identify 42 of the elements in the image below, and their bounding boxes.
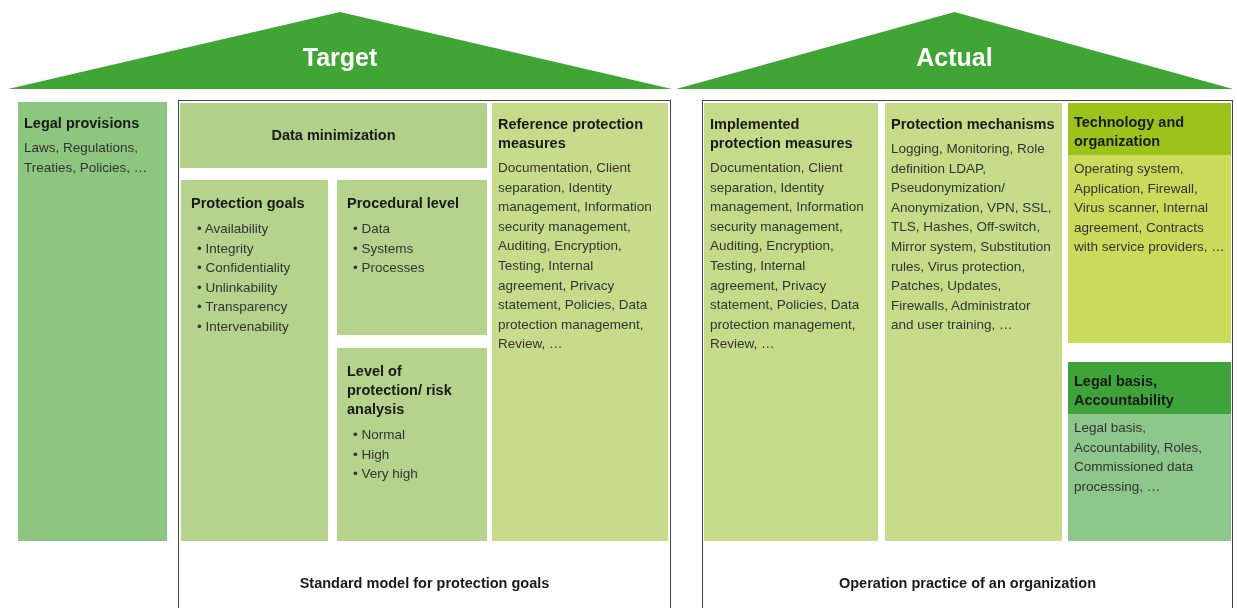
- bullet-item: • Confidentiality: [197, 259, 292, 278]
- panel-heading: Legal basis, Accountability: [1068, 362, 1231, 414]
- panel-text: Documentation, Client separation, Identity management, Information security management, Auditing, Encryption, Testing, Internal agreement, Privacy statement, Policies, Data protection management, Review, …: [498, 159, 653, 354]
- panel-heading: Protection mechanisms: [891, 115, 1056, 134]
- heading-panel: [180, 103, 487, 168]
- frame-caption: Operation practice of an organization: [838, 575, 1097, 591]
- panel-heading: Implemented protection measures: [710, 115, 854, 153]
- panel-heading: Protection goals: [191, 194, 306, 213]
- panel-heading: Legal provisions: [24, 114, 141, 133]
- panel-heading: Reference protection measures: [498, 115, 645, 153]
- column-panel: [1068, 103, 1231, 343]
- panel-heading: Technology and organization: [1068, 103, 1231, 155]
- roof-title: Actual: [915, 42, 994, 72]
- bullet-item: • Very high: [353, 465, 419, 484]
- bullet-item: • Availability: [197, 220, 270, 238]
- panel-text: Laws, Regulations, Treaties, Policies, …: [24, 139, 149, 177]
- panel-heading: Procedural level: [347, 194, 461, 213]
- panel-text: Documentation, Client separation, Identity management, Information security management, Auditing, Encryption, Testing, Internal agreement, Privacy statement, Policies, Data protection management, Review, …: [710, 159, 865, 354]
- list-panel: [337, 348, 487, 541]
- bullet-item: • Normal: [353, 426, 406, 444]
- panel-heading: Level of protection/ risk analysis: [347, 362, 453, 419]
- panel-text: Operating system, Application, Firewall, Virus scanner, Internal agreement, Contracts with service providers, …: [1073, 160, 1226, 257]
- bullet-item: • Processes: [353, 259, 426, 278]
- frame-caption: Standard model for protection goals: [298, 575, 551, 591]
- bullet-item: • Systems: [353, 239, 415, 258]
- column-panel: [885, 103, 1062, 541]
- column-panel: [704, 103, 878, 541]
- panel-heading: Data minimization: [271, 126, 396, 145]
- bullet-item: • Integrity: [197, 239, 255, 258]
- list-panel: [181, 180, 328, 541]
- panel-text: Logging, Monitoring, Role definition LDAP, Pseudonymization/ Anonymization, VPN, SSL, TLS, Hashes, Off-switch, Mirror system, Substitution rules, Virus protection, Patches, Updates, Firewalls, Administrator and user training, …: [891, 140, 1053, 335]
- bullet-item: • Data: [353, 220, 391, 238]
- bullet-item: • Unlinkability: [197, 278, 279, 297]
- roof-title: Target: [301, 42, 379, 72]
- column-panel: [1068, 362, 1231, 541]
- list-panel: [337, 180, 487, 335]
- column-panel: [492, 103, 668, 541]
- bullet-item: • Intervenability: [197, 317, 290, 336]
- column-panel: [18, 102, 167, 541]
- bullet-item: • High: [353, 445, 391, 464]
- bullet-item: • Transparency: [197, 298, 289, 317]
- panel-text: Legal basis, Accountability, Roles, Commissioned data processing, …: [1073, 419, 1204, 496]
